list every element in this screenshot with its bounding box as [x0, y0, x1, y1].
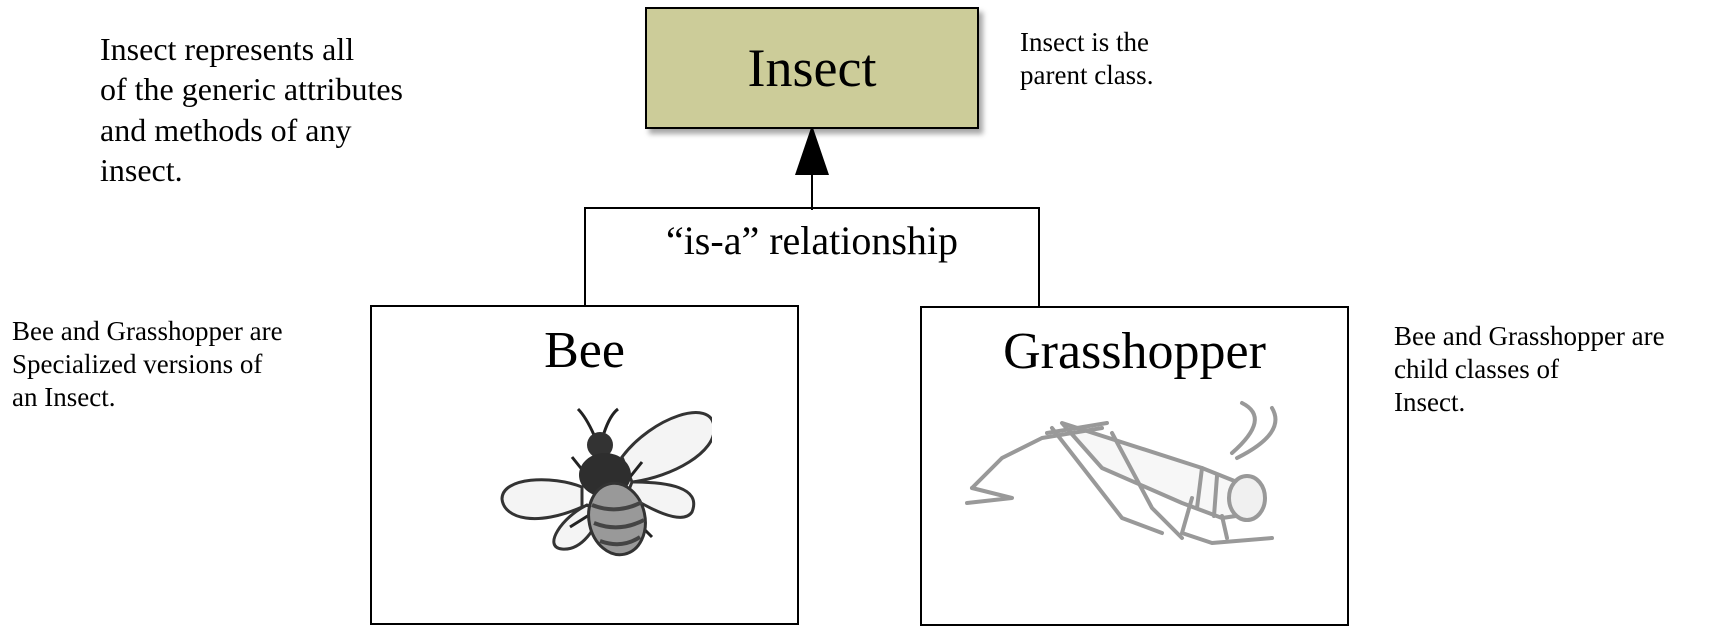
grasshopper-class-label: Grasshopper: [922, 322, 1347, 381]
bee-class-label: Bee: [372, 321, 797, 380]
bee-illustration-icon: [482, 387, 712, 567]
inheritance-arrow: [780, 118, 840, 218]
parent-class-note: Insect is the parent class.: [1020, 26, 1153, 92]
insect-generic-note: Insect represents all of the generic att…: [100, 29, 403, 190]
grasshopper-class-box: Grasshopper: [920, 306, 1349, 626]
child-classes-note: Bee and Grasshopper are child classes of…: [1394, 320, 1665, 419]
specialized-note: Bee and Grasshopper are Specialized vers…: [12, 315, 283, 414]
bee-class-box: Bee: [370, 305, 799, 625]
grasshopper-illustration-icon: [952, 398, 1302, 558]
is-a-relationship-bracket: “is-a” relationship: [584, 207, 1040, 307]
insect-class-box: Insect: [645, 7, 979, 129]
relationship-label: “is-a” relationship: [586, 217, 1038, 264]
insect-class-label: Insect: [748, 37, 877, 99]
